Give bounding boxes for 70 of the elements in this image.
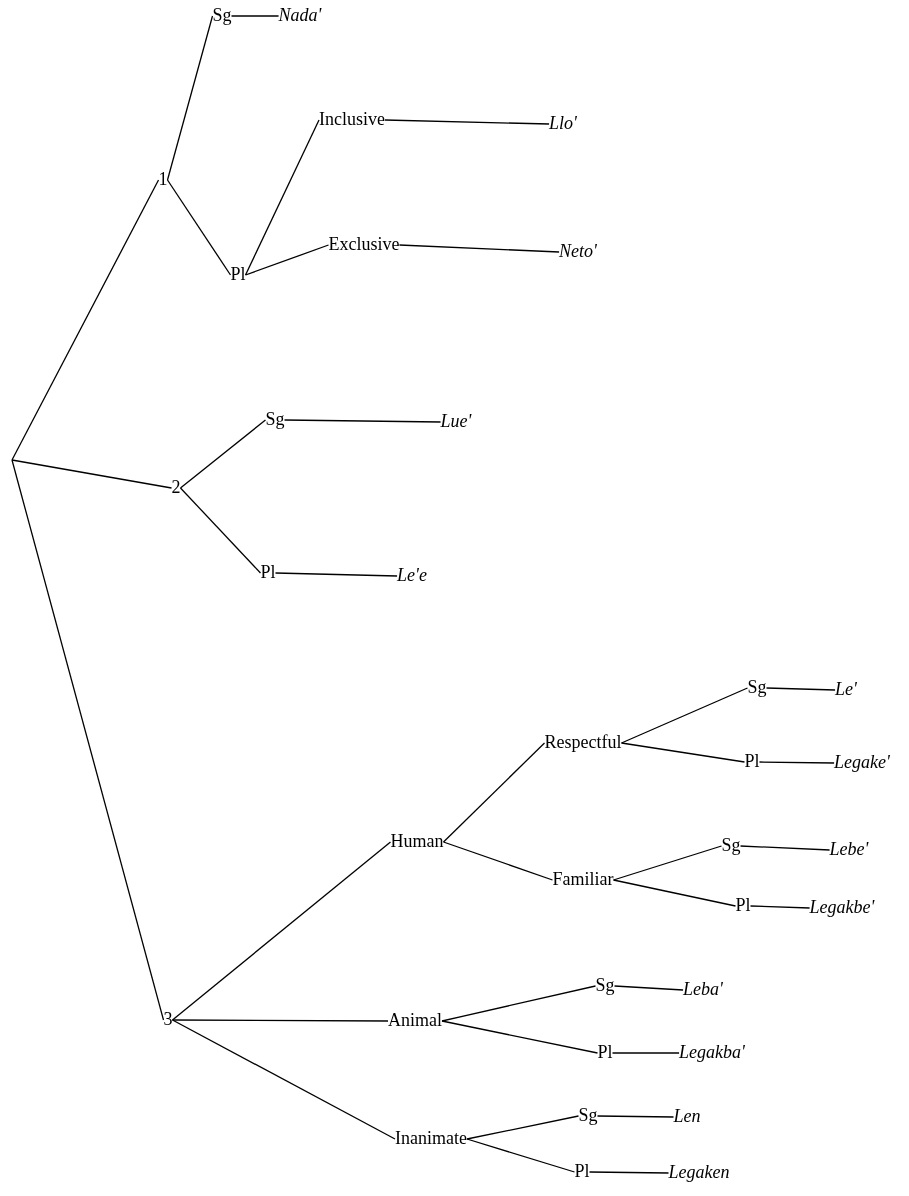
category-label: Inclusive	[319, 110, 385, 130]
category-label: Sg	[595, 976, 615, 996]
category-label: Pl	[230, 265, 246, 285]
connector-line	[166, 179, 232, 276]
pronoun-form: Le'	[835, 680, 857, 700]
pronoun-form: Legake'	[834, 753, 890, 773]
branch-line	[11, 179, 160, 461]
connector-line	[466, 1115, 580, 1140]
category-label: Exclusive	[328, 235, 400, 255]
connector-line	[283, 419, 442, 423]
category-label: Sg	[747, 678, 767, 698]
connector-line	[171, 841, 392, 1021]
connector-line	[398, 244, 560, 253]
category-label: Sg	[721, 836, 741, 856]
connector-line	[171, 1019, 396, 1140]
connector-line	[441, 1020, 599, 1054]
connector-line	[620, 687, 749, 744]
category-label: Sg	[212, 6, 232, 26]
connector-line	[466, 1138, 576, 1173]
pronoun-form: Le'e	[397, 566, 427, 586]
category-label: Pl	[574, 1162, 590, 1182]
pronoun-form: Legakbe'	[809, 898, 875, 918]
connector-line	[166, 15, 214, 181]
category-label: 3	[163, 1010, 173, 1030]
connector-line	[230, 15, 280, 17]
connector-line	[613, 985, 684, 991]
connector-line	[179, 419, 267, 489]
pronoun-form: Neto'	[559, 242, 597, 262]
connector-line	[611, 1052, 680, 1054]
connector-line	[244, 119, 320, 276]
connector-line	[612, 845, 723, 881]
branch-line	[11, 459, 165, 1021]
pronoun-form: Len	[673, 1107, 701, 1127]
connector-line	[244, 244, 330, 276]
connector-line	[441, 985, 597, 1022]
connector-line	[758, 761, 835, 764]
connector-line	[620, 742, 746, 763]
connector-line	[384, 119, 550, 125]
connector-line	[179, 487, 262, 574]
pronoun-form: Nada'	[278, 6, 322, 26]
connector-line	[596, 1115, 675, 1118]
category-label: Pl	[260, 563, 276, 583]
category-label: Pl	[735, 896, 751, 916]
category-label: Familiar	[552, 870, 614, 890]
category-label: Inanimate	[395, 1129, 467, 1149]
connector-line	[612, 879, 737, 907]
connector-line	[442, 742, 546, 843]
branch-line	[11, 459, 173, 489]
pronoun-form: Legakba'	[679, 1043, 745, 1063]
category-label: Sg	[578, 1106, 598, 1126]
connector-line	[765, 687, 836, 691]
category-label: Pl	[597, 1043, 613, 1063]
pronoun-form: Lue'	[440, 412, 472, 432]
connector-line	[274, 572, 398, 577]
connector-line	[171, 1019, 389, 1022]
category-label: Respectful	[544, 733, 622, 753]
category-label: Animal	[388, 1011, 442, 1031]
category-label: 1	[158, 170, 168, 190]
category-label: Pl	[744, 752, 760, 772]
category-label: Human	[390, 832, 444, 852]
category-label: Sg	[265, 410, 285, 430]
pronoun-form: Legaken	[668, 1163, 730, 1183]
connector-line	[588, 1171, 670, 1174]
connector-line	[739, 845, 831, 851]
connector-line	[749, 905, 811, 909]
pronoun-form: Llo'	[549, 114, 577, 134]
pronoun-form: Lebe'	[829, 840, 869, 860]
category-label: 2	[171, 478, 181, 498]
pronoun-form: Leba'	[683, 980, 723, 1000]
connector-line	[442, 841, 554, 881]
